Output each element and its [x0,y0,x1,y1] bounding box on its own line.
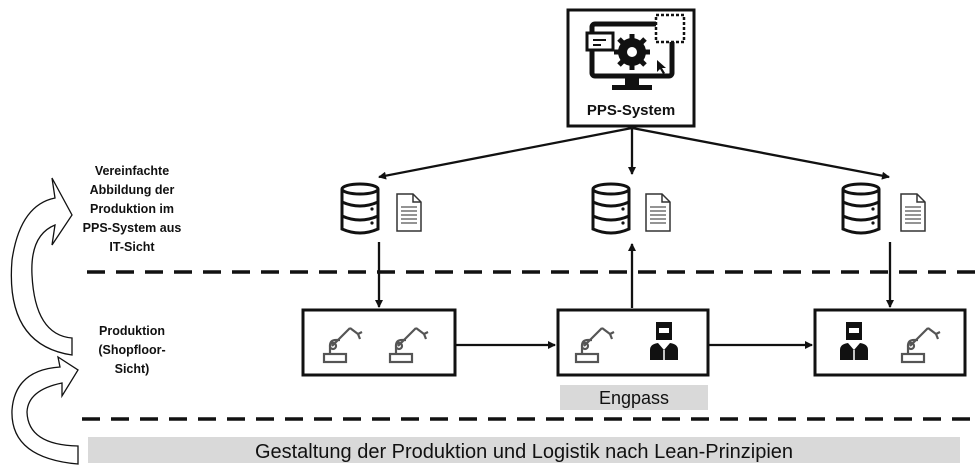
upward-cycle-arrow-bottom [11,355,79,465]
document-icon [645,193,671,232]
monitor-gear-icon [585,13,686,90]
it-view-label-line-2: Abbildung der [90,183,175,197]
lean-principles-bar: Gestaltung der Produktion und Logistik n… [88,437,960,463]
production-station-1 [301,308,457,377]
shopfloor-label-line-1: Produktion [99,324,165,338]
production-station-3 [813,308,967,377]
document-icon [396,193,422,232]
it-view-label-line-5: IT-Sicht [109,240,155,254]
data-model-middle [591,182,671,235]
data-model-right [841,182,926,235]
production-station-2-bottleneck [556,308,710,377]
it-view-label-line-4: PPS-System aus [83,221,182,235]
shopfloor-label-line-2: (Shopfloor- [98,343,165,357]
database-icon [340,182,380,235]
it-view-label-line-1: Vereinfachte [95,164,169,178]
lean-principles-label: Gestaltung der Produktion und Logistik n… [255,441,793,463]
pps-system-box: PPS-System [566,8,696,128]
data-model-left [340,182,422,235]
pps-data-arrows [378,126,890,180]
shopfloor-label-line-3: Sicht) [115,362,150,376]
document-icon [900,193,926,232]
database-icon [841,182,881,235]
database-icon [591,182,631,235]
pps-system-label: PPS-System [587,102,675,119]
bottleneck-label-box: Engpass [560,385,708,410]
bottleneck-label: Engpass [599,388,669,408]
vertical-data-arrows [375,242,894,308]
it-view-label-line-3: Produktion im [90,202,174,216]
upward-cycle-arrow-top [10,177,73,356]
